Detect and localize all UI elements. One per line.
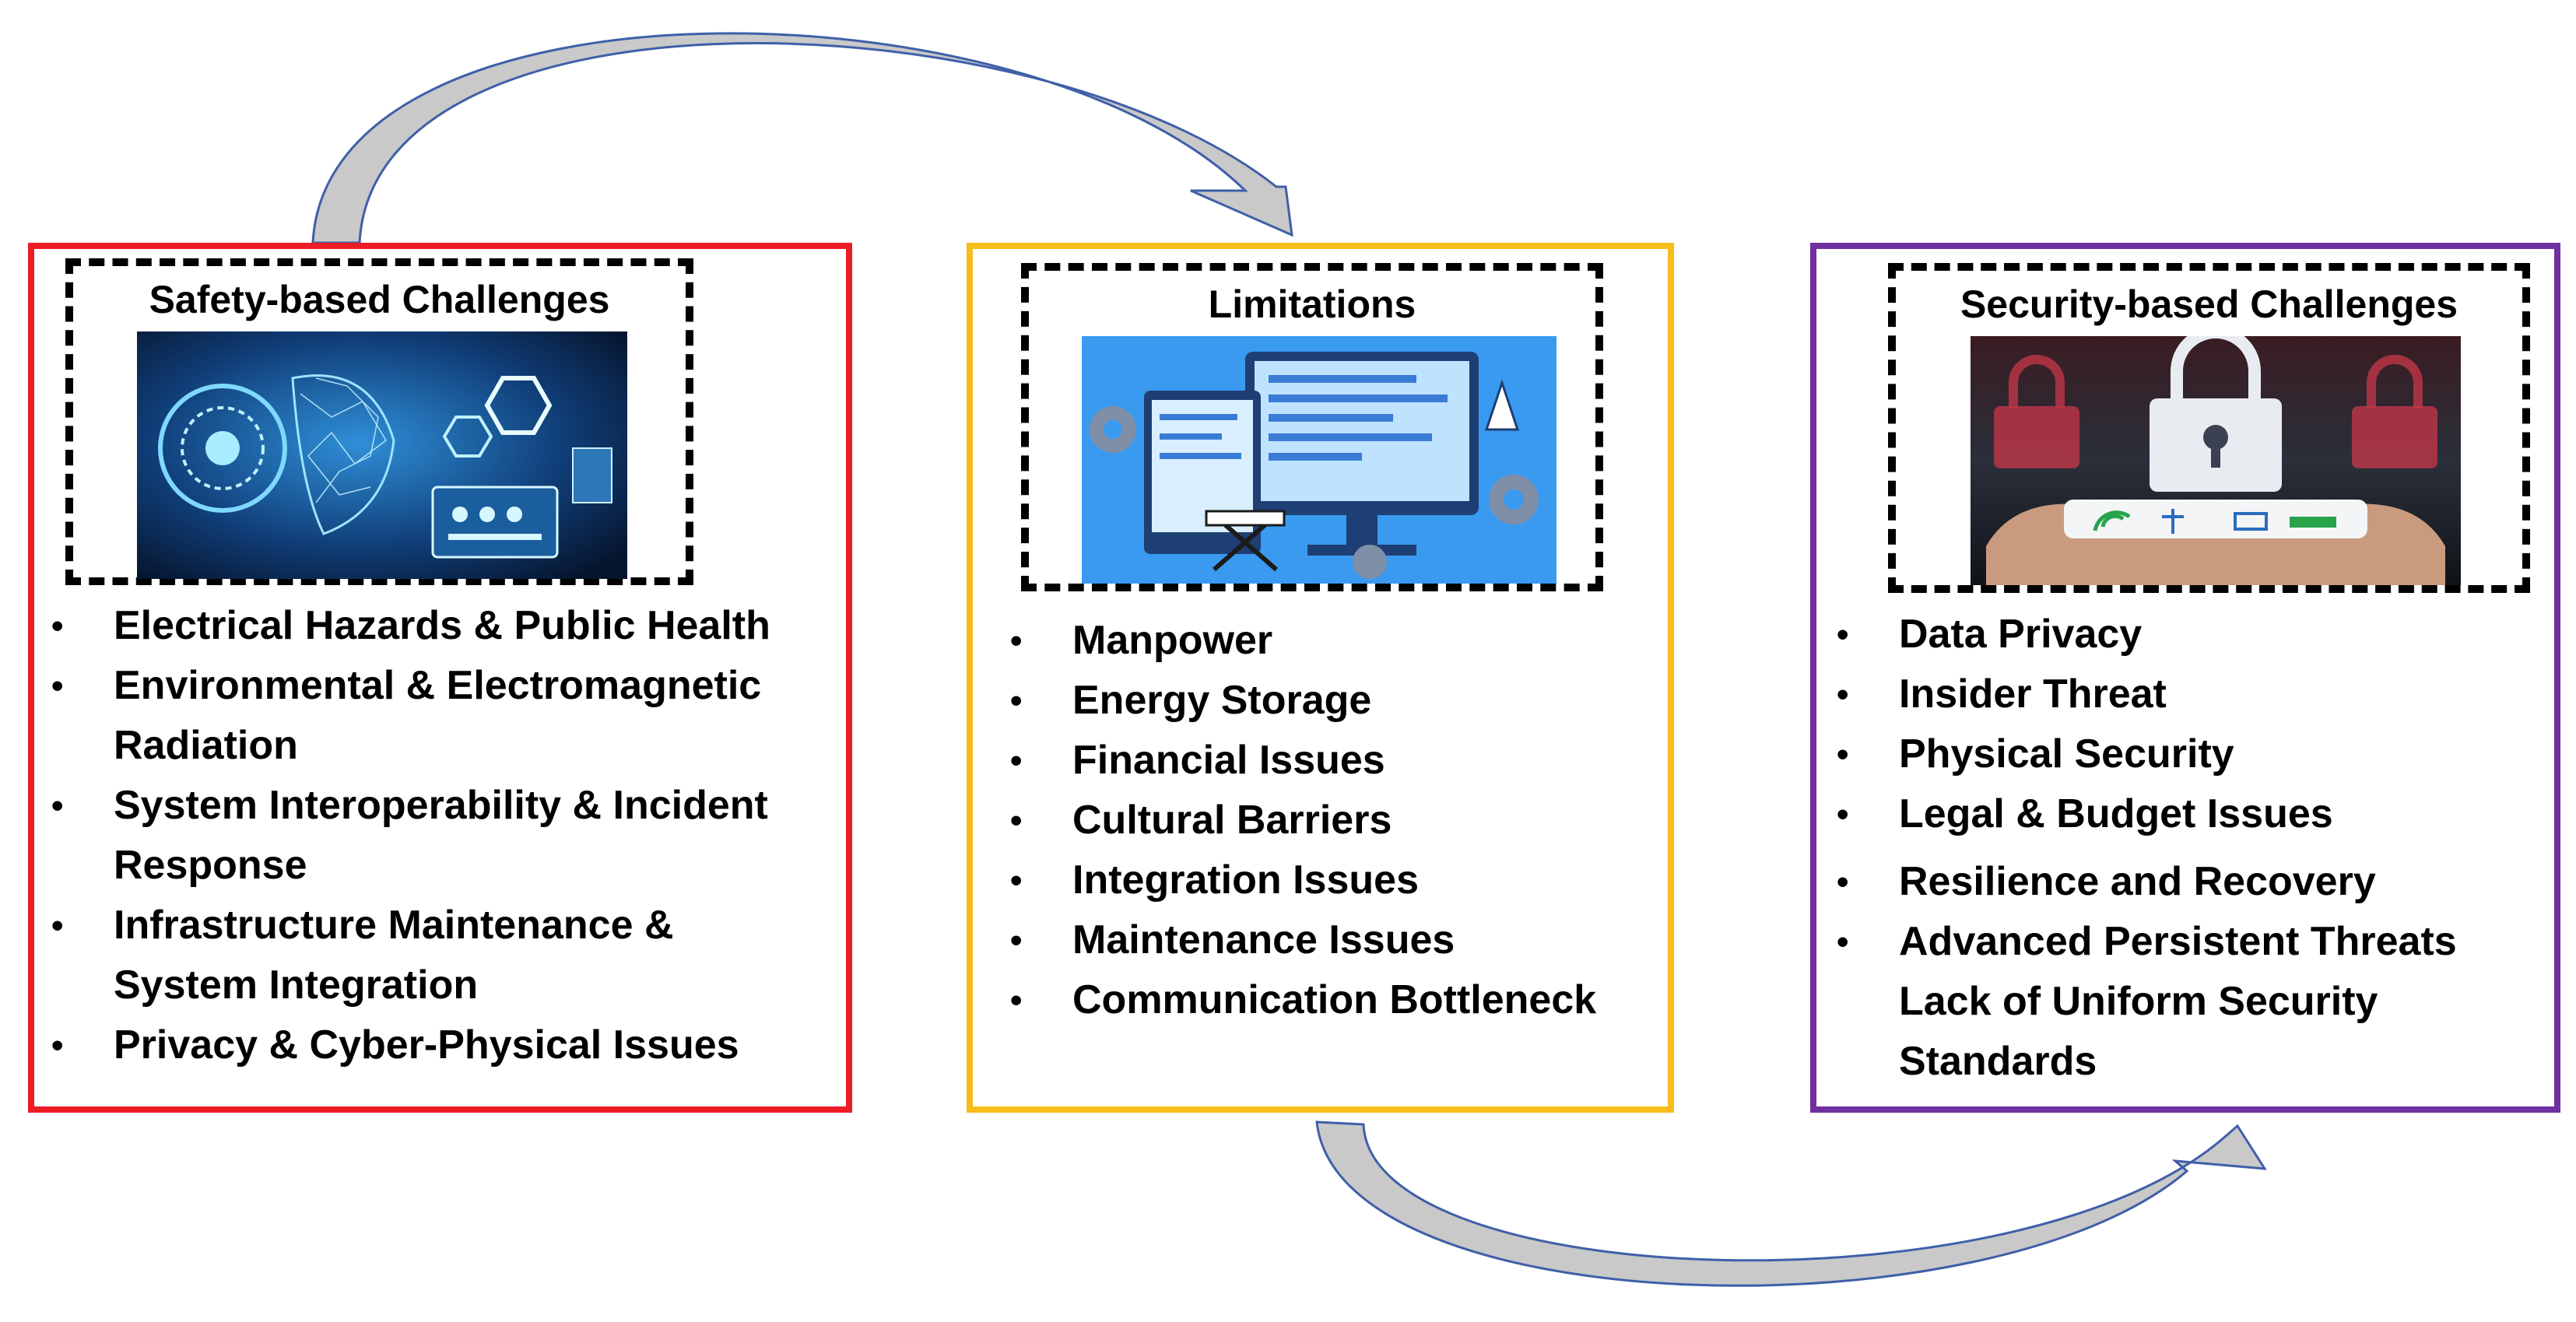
list-item-continuation: Response [114,843,307,888]
list-item: •Advanced Persistent Threats [1837,912,2457,972]
list-item: •Manpower [1010,611,1596,671]
bullet-icon: • [1010,622,1023,660]
limitations-list: •Manpower •Energy Storage •Financial Iss… [1010,611,1596,1030]
list-item: •Cultural Barriers [1010,791,1596,850]
bullet-icon: • [51,787,64,825]
list-item: •Infrastructure Maintenance & [51,896,770,956]
bullet-icon: • [1010,861,1023,899]
curved-arrow-top [311,32,1293,244]
bullet-icon: • [1837,863,1849,901]
list-item: •Financial Issues [1010,731,1596,791]
monitors-construction-icon [1082,336,1556,584]
bullet-icon: • [1010,921,1023,959]
security-list: •Data Privacy •Insider Threat •Physical … [1837,605,2457,1092]
safety-image-frame: Safety-based Challenges [65,258,693,585]
security-title: Security-based Challenges [1960,282,2458,326]
bullet-icon: • [1010,981,1023,1019]
list-item: •Energy Storage [1010,671,1596,731]
bullet-icon: • [1837,735,1849,773]
bullet-icon: • [1837,615,1849,654]
list-item: •Environmental & Electromagnetic [51,656,770,716]
list-item: •System Interoperability & Incident [51,776,770,836]
limitations-image-frame: Limitations [1021,263,1603,591]
list-item-continuation: Standards [1899,1039,2097,1084]
bullet-icon: • [1010,742,1023,780]
list-item: •Communication Bottleneck [1010,970,1596,1030]
safety-list: •Electrical Hazards & Public Health •Env… [51,596,770,1075]
list-item: •Privacy & Cyber-Physical Issues [51,1015,770,1075]
bullet-icon: • [1010,801,1023,840]
bullet-icon: • [51,667,64,705]
bullet-icon: • [1837,675,1849,714]
list-item: •Integration Issues [1010,850,1596,910]
list-item: •Data Privacy [1837,605,2457,665]
ai-face-hologram-icon [137,331,627,579]
list-item: •Insider Threat [1837,665,2457,724]
bullet-icon: • [51,607,64,645]
list-item: •Electrical Hazards & Public Health [51,596,770,656]
list-item-continuation: System Integration [114,963,479,1008]
curved-arrow-bottom [1315,1120,2267,1287]
bullet-icon: • [1010,682,1023,720]
bullet-icon: • [51,906,64,945]
list-item: •Maintenance Issues [1010,910,1596,970]
bullet-icon: • [1837,923,1849,961]
list-item: •Resilience and Recovery [1837,852,2457,912]
list-item: •Legal & Budget Issues [1837,784,2457,844]
bullet-icon: • [1837,795,1849,833]
list-item-continuation: Lack of Uniform Security [1899,979,2378,1024]
security-image-frame: Security-based Challenges [1888,263,2530,593]
padlock-hands-tablet-icon [1971,336,2461,585]
list-item-continuation: Radiation [114,723,298,768]
safety-title: Safety-based Challenges [149,278,610,321]
bullet-icon: • [51,1026,64,1064]
limitations-title: Limitations [1208,282,1416,326]
list-item: •Physical Security [1837,724,2457,784]
